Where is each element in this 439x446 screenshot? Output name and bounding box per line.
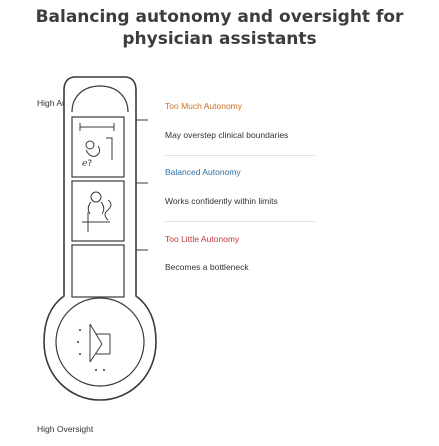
title-line-1: Balancing autonomy and oversight for	[35, 7, 404, 27]
gauge-section-balanced	[71, 180, 125, 242]
level-desc-too-much: May overstep clinical boundaries	[165, 130, 289, 140]
gauge-bulb	[55, 297, 145, 387]
boundary-exceed-icon: ℯ?	[79, 123, 115, 169]
page-title: Balancing autonomy and oversight for phy…	[0, 6, 439, 50]
level-label-too-little: Too Little Autonomy	[165, 234, 240, 244]
gauge-top-cap	[71, 85, 129, 113]
title-line-2: physician assistants	[122, 29, 317, 49]
bottleneck-icon	[77, 323, 111, 371]
level-label-too-much: Too Much Autonomy	[165, 101, 243, 111]
divider-2	[165, 221, 315, 222]
divider-1	[165, 155, 315, 156]
svg-text:ℯ?: ℯ?	[82, 159, 92, 169]
balance-icon	[82, 191, 112, 232]
level-desc-too-little: Becomes a bottleneck	[165, 262, 249, 272]
gauge-section-too-little	[71, 244, 125, 298]
level-desc-balanced: Works confidently within limits	[165, 196, 278, 206]
level-label-balanced: Balanced Autonomy	[165, 167, 241, 177]
axis-bottom-label: High Oversight	[37, 424, 94, 434]
